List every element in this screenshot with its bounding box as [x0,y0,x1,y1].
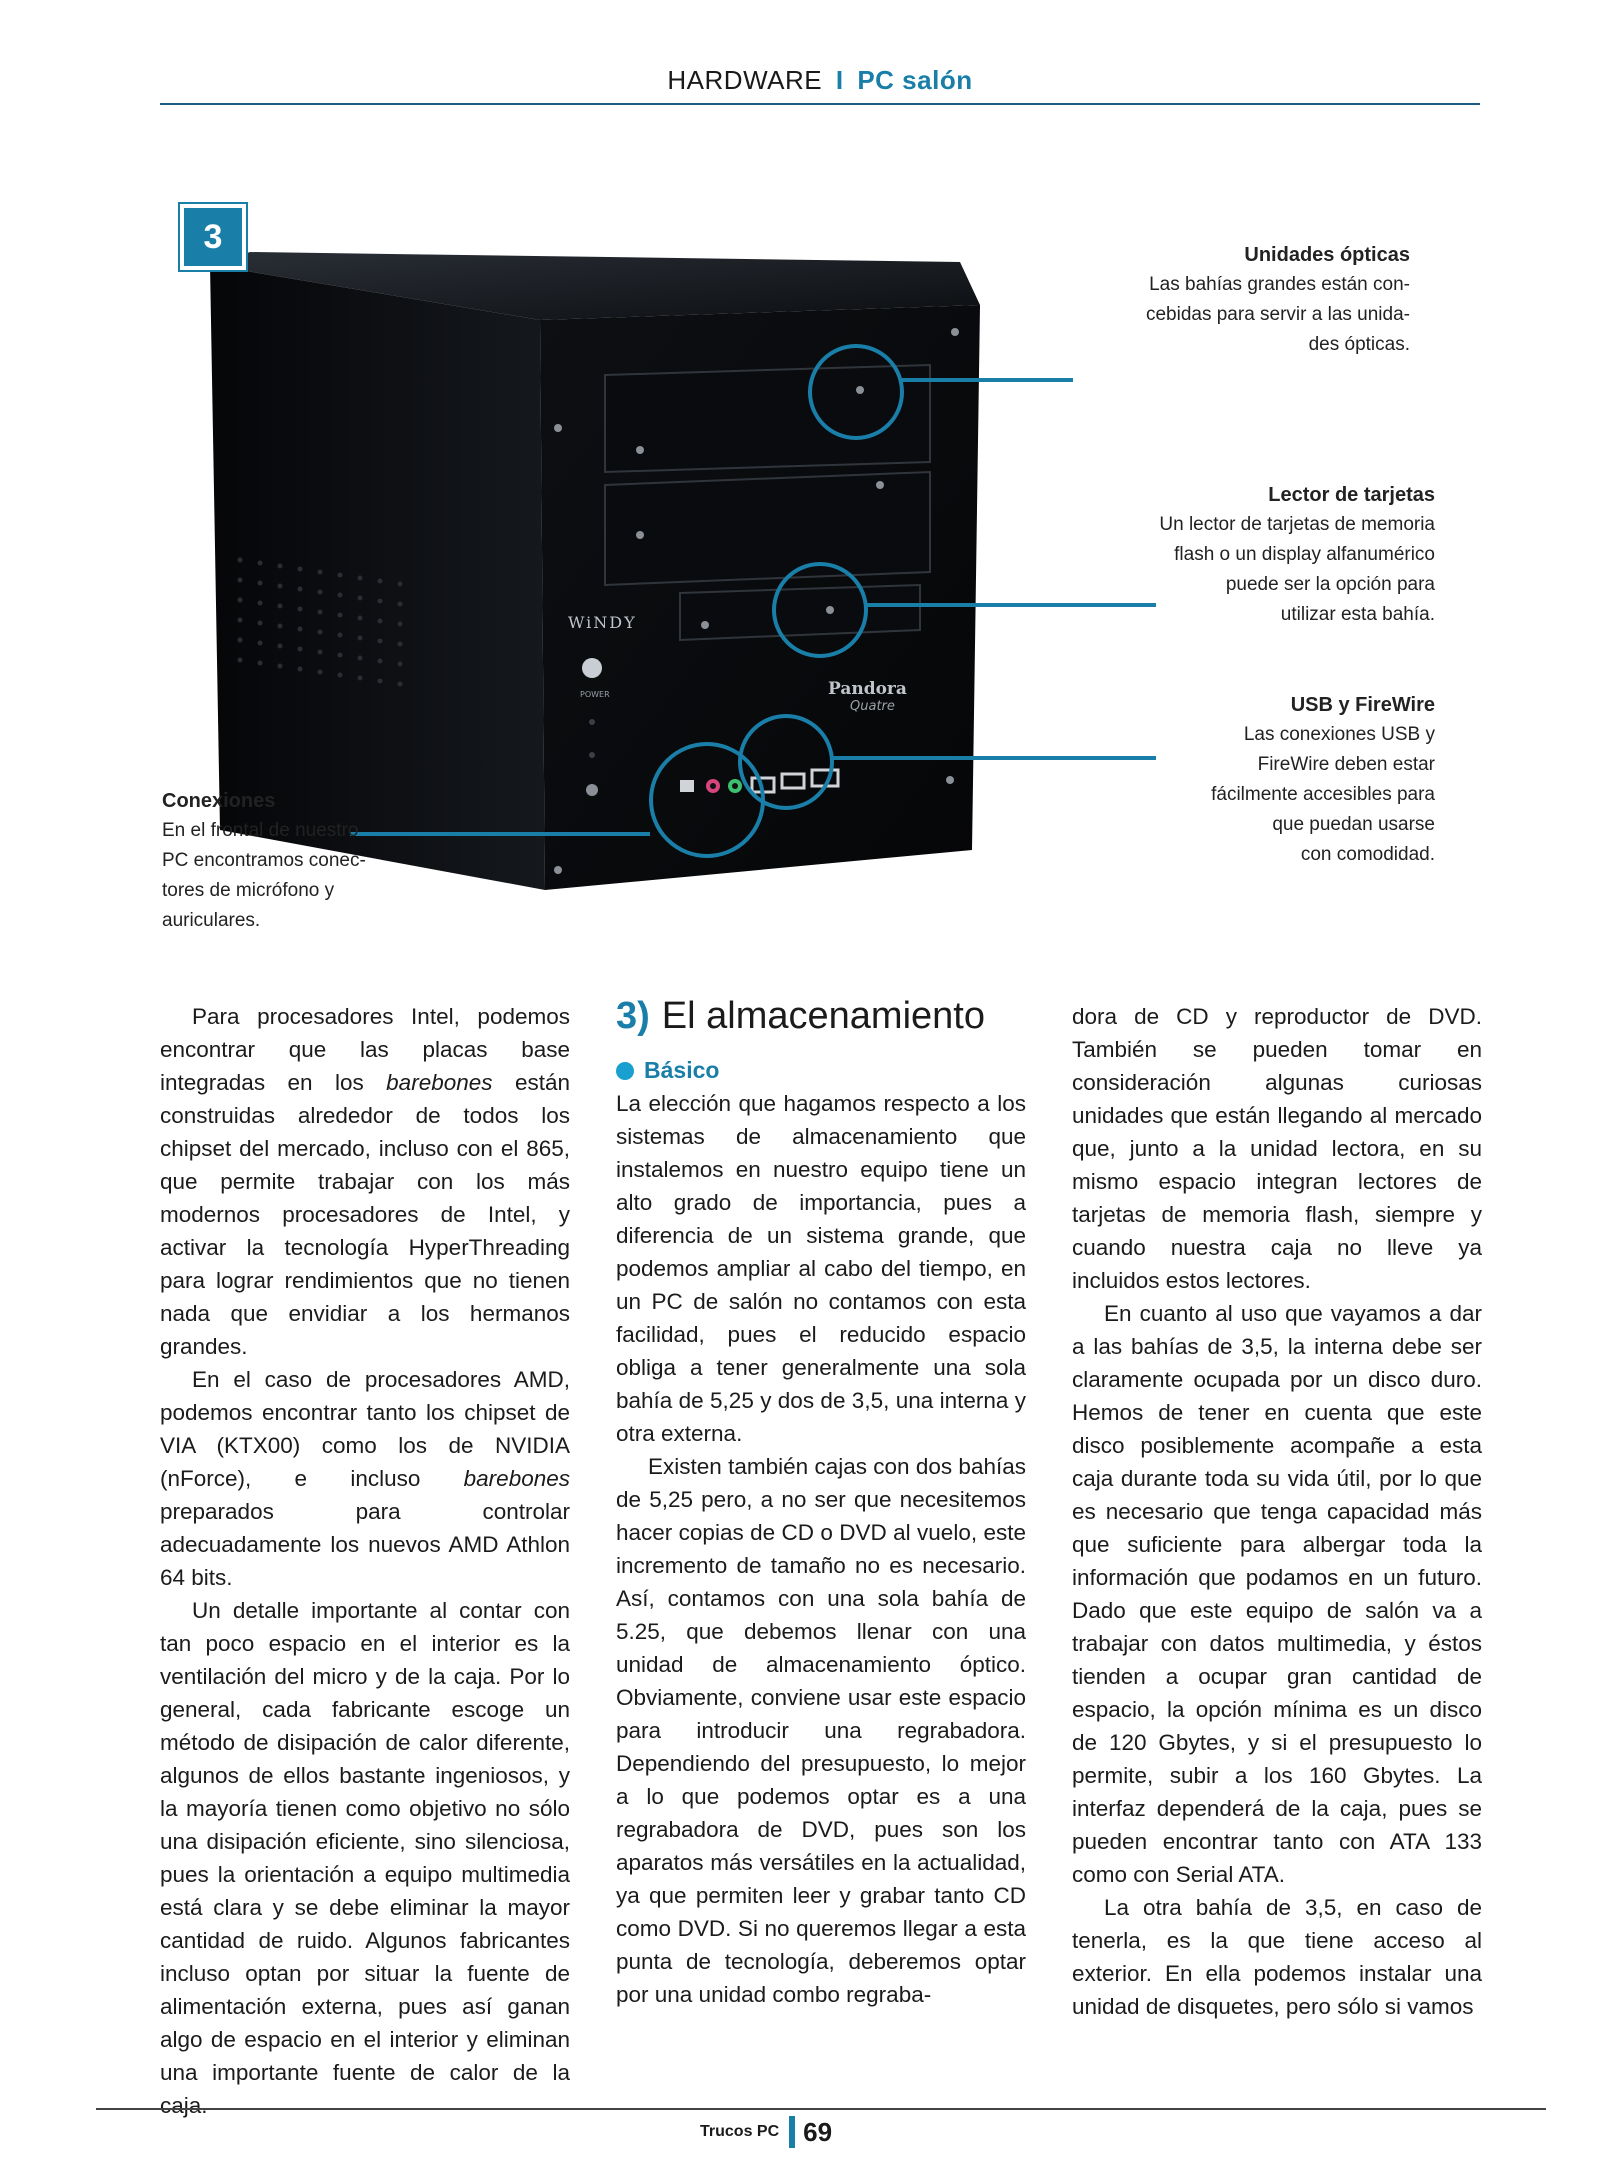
article-column-3: dora de CD y reproductor de DVD. También… [1072,1000,1482,2023]
pc-case-illustration: POWER WiNDY Pandora Quatre [210,252,1156,890]
optical-bay-2 [604,470,931,587]
optical-bay-1 [604,363,931,474]
paragraph: La otra bahía de 3,5, en caso de tenerla… [1072,1895,1482,2019]
card-reader-bay [679,583,921,642]
brand-right-text: Pandora [828,679,907,699]
callout-optical-title: Unidades ópticas [1244,244,1410,266]
callout-connections: Conexiones En el frontal de nuestro PC e… [162,786,382,936]
case-top [210,252,980,320]
paragraph: Para procesadores Intel, podemos encontr… [160,1004,570,1359]
header-rule [160,103,1480,105]
header-category: HARDWARE [667,65,823,95]
figure-pc-case: POWER WiNDY Pandora Quatre [160,200,1480,960]
case-side [210,265,545,890]
running-header: HARDWARE I PC salón [160,58,1480,102]
page-number: 69 [803,2116,833,2147]
callout-usb-title: USB y FireWire [1290,694,1435,716]
section-number: 3) [616,995,650,1037]
footer-rule [96,2108,1546,2110]
subheading-label: Básico [644,1057,720,1083]
brand-left-text: WiNDY [568,613,637,632]
page-footer: Trucos PC 69 [700,2112,832,2152]
subheading: Básico [616,1054,1026,1087]
callout-connections-title: Conexiones [162,790,276,812]
highlight-optical [808,344,904,440]
paragraph: dora de CD y reproductor de DVD. También… [1072,1004,1482,1293]
power-button-illustration [582,658,602,678]
figure-number-badge: 3 [178,202,248,272]
vent-grille [237,557,403,687]
highlight-usb [738,714,834,810]
article-column-2: 3) El almacenamiento Básico La elección … [616,995,1026,2011]
header-section: PC salón [857,65,973,95]
paragraph: Existen también cajas con dos bahías de … [616,1454,1026,2007]
callout-optical: Unidades ópticas Las bahías grandes está… [990,240,1410,360]
leader-lines [350,378,1156,836]
highlight-card-reader [772,562,868,658]
highlight-connections [649,742,765,858]
callout-usb: USB y FireWire Las conexiones USB y Fire… [1000,690,1435,870]
bullet-dot-icon [616,1061,634,1080]
section-heading: 3) El almacenamiento [616,994,1026,1038]
brand-right-sub-text: Quatre [850,699,895,714]
paragraph: Un detalle importante al contar con tan … [160,1598,570,2118]
footer-bar [789,2116,796,2148]
highlight-circles [649,344,904,858]
section-title: El almacenamiento [661,995,985,1037]
paragraph: En cuanto al uso que vayamos a dar a las… [1072,1301,1482,1887]
header-separator: I [835,65,844,95]
callout-card-reader-title: Lector de tarjetas [1268,484,1435,506]
callout-card-reader: Lector de tarjetas Un lector de tarjetas… [1000,480,1435,630]
magazine-name: Trucos PC [700,2123,780,2140]
screws [554,328,959,874]
article-column-1: Para procesadores Intel, podemos encontr… [160,1000,570,2122]
paragraph: En el caso de procesadores AMD, podemos … [160,1367,570,1590]
power-label-text: POWER [580,690,610,699]
paragraph: La elección que hagamos respecto a los s… [616,1091,1026,1446]
